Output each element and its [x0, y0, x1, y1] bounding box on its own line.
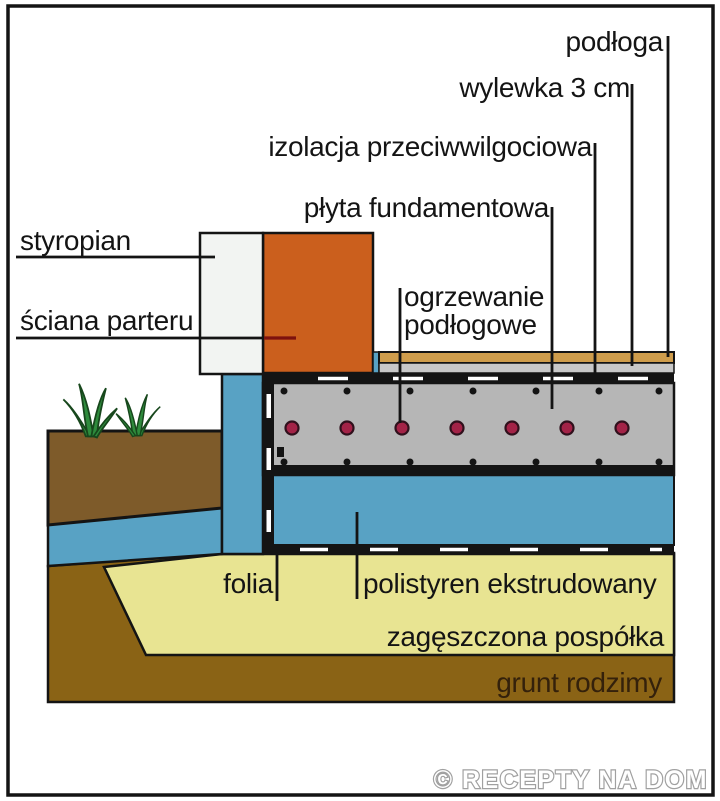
plant-right	[115, 393, 161, 438]
label-wylewka: wylewka 3 cm	[458, 72, 630, 103]
topsoil-shape	[46, 429, 224, 527]
perimeter-insulation-strip	[220, 372, 265, 556]
rebar-dot	[343, 387, 351, 395]
label-plyta: płyta fundamentowa	[304, 192, 550, 223]
rebar-dot	[406, 387, 414, 395]
plant-leaf	[124, 397, 139, 437]
screed-layer-shape	[378, 362, 675, 374]
slab-step-mark	[277, 447, 284, 457]
label-pospolka: zagęszczona pospółka	[387, 621, 665, 652]
rebar-dots-top	[280, 387, 663, 395]
foundation-slab-shape	[261, 381, 676, 477]
label-folia: folia	[223, 568, 274, 599]
label-ogrzewanie-line1: ogrzewanie	[404, 281, 544, 312]
plant-leaf	[62, 398, 92, 438]
heating-pipe-dot	[284, 420, 300, 436]
heating-pipes	[284, 420, 630, 436]
plant-left	[62, 383, 118, 439]
rebar-dot	[655, 387, 663, 395]
label-sciana: ściana parteru	[20, 305, 193, 336]
slab-bottom-border	[264, 465, 673, 475]
xps-layer-shape	[263, 474, 675, 546]
rebar-dot	[532, 458, 540, 466]
plant-leaf	[92, 407, 118, 439]
styrofoam-shape	[198, 231, 265, 376]
label-grunt: grunt rodzimy	[496, 667, 662, 698]
heating-pipe-dot	[339, 420, 355, 436]
ground-floor-wall-shape	[261, 231, 375, 375]
rebar-dot	[595, 387, 603, 395]
rebar-dot	[532, 387, 540, 395]
rebar-dot	[595, 458, 603, 466]
heating-pipe-dot	[559, 420, 575, 436]
heating-pipe-dot	[504, 420, 520, 436]
label-podloga: podłoga	[565, 26, 663, 57]
floor-layer-shape	[378, 351, 675, 364]
rebar-dot	[343, 458, 351, 466]
rebar-dots-bottom	[280, 458, 663, 466]
rebar-dot	[406, 458, 414, 466]
edge-band-dash	[266, 394, 271, 418]
label-styropian: styropian	[20, 225, 131, 256]
label-polistyren: polistyren ekstrudowany	[363, 568, 657, 599]
plant-leaf	[78, 383, 95, 438]
edge-band-dash	[266, 448, 271, 470]
label-izolacja: izolacja przeciwwilgociowa	[268, 131, 592, 162]
foil-layer-band	[263, 544, 674, 554]
rebar-dot	[280, 458, 288, 466]
rebar-dot	[655, 458, 663, 466]
watermark: © RECEPTY NA DOM	[434, 766, 708, 794]
label-ogrzewanie-line2: podłogowe	[404, 309, 537, 340]
plant-leaf	[134, 393, 149, 437]
rebar-dot	[469, 458, 477, 466]
edge-band-dash	[266, 510, 271, 532]
rebar-dot	[469, 387, 477, 395]
heating-pipe-dot	[394, 420, 410, 436]
heating-pipe-dot	[449, 420, 465, 436]
rebar-dot	[280, 387, 288, 395]
plant-leaf	[136, 406, 161, 437]
plant-leaf	[90, 387, 107, 438]
heating-pipe-dot	[614, 420, 630, 436]
plant-leaf	[115, 413, 137, 438]
